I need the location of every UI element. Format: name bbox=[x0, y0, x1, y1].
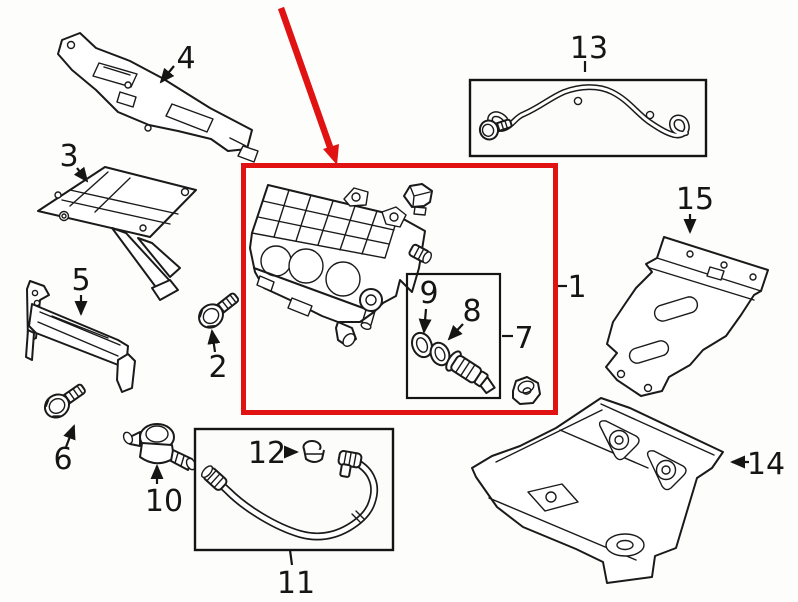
part-1-canister-drawing bbox=[249, 184, 433, 347]
part-13-tube-drawing bbox=[478, 84, 690, 141]
callout-5: 5 bbox=[71, 263, 90, 298]
part-4-drawing bbox=[57, 32, 259, 163]
canister-grommet-drawing bbox=[512, 376, 541, 405]
part-15-drawing bbox=[605, 236, 769, 397]
callout-11: 11 bbox=[277, 566, 315, 601]
callout-10: 10 bbox=[145, 484, 183, 519]
callout-4: 4 bbox=[176, 41, 195, 76]
callout-3: 3 bbox=[59, 139, 78, 174]
part-11-hose-drawing bbox=[200, 450, 379, 541]
part-10-valve-drawing bbox=[122, 423, 197, 471]
part-13-box bbox=[468, 78, 708, 158]
callout-7: 7 bbox=[514, 321, 533, 356]
callout-8: 8 bbox=[462, 294, 481, 329]
callout-14: 14 bbox=[747, 447, 785, 482]
part-12-grommet-drawing bbox=[302, 440, 325, 463]
part-14-drawing bbox=[471, 397, 724, 584]
part-11-box bbox=[193, 427, 395, 552]
part-8-oring-drawing bbox=[429, 341, 451, 367]
part-6-bolt-drawing bbox=[43, 383, 86, 419]
canister-clip-drawing bbox=[403, 183, 433, 216]
callout-12: 12 bbox=[248, 436, 286, 471]
callout-13: 13 bbox=[570, 31, 608, 66]
callout-1: 1 bbox=[567, 270, 586, 305]
part-7-box bbox=[405, 272, 502, 400]
highlight-arrow bbox=[277, 6, 339, 165]
highlight-box bbox=[241, 163, 558, 415]
callout-9: 9 bbox=[419, 276, 438, 311]
callout-leaders bbox=[63, 61, 749, 566]
part-5-drawing bbox=[25, 280, 136, 393]
part-3-drawing bbox=[37, 166, 197, 301]
part-7-valve-drawing bbox=[445, 350, 496, 395]
callout-6: 6 bbox=[53, 442, 72, 477]
part-9-oring-drawing bbox=[411, 331, 433, 359]
callout-2: 2 bbox=[208, 350, 227, 385]
part-2-bolt-drawing bbox=[198, 292, 240, 329]
callout-15: 15 bbox=[676, 182, 714, 217]
